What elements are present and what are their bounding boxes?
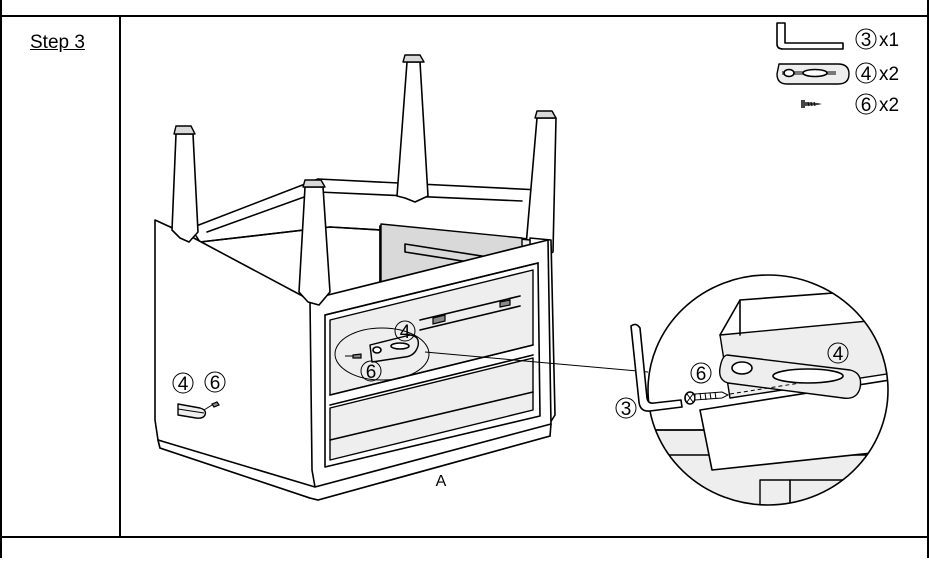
view-label: A xyxy=(436,473,447,490)
side-screw-callout: 6 xyxy=(204,371,226,394)
zoom-tool-callout: 3 xyxy=(615,397,637,420)
cabinet-drawing xyxy=(154,54,649,501)
svg-text:4: 4 xyxy=(178,374,189,395)
part-4-number: 4 xyxy=(861,64,872,85)
bracket-icon xyxy=(776,63,850,85)
part-4-quantity: x2 xyxy=(879,64,899,85)
svg-text:6: 6 xyxy=(696,364,707,385)
zoom-screw-callout: 6 xyxy=(690,362,712,385)
part-4-entry: 4 x2 xyxy=(855,62,899,85)
bracket-callout: 4 xyxy=(394,320,416,343)
svg-text:6: 6 xyxy=(210,373,221,394)
part-3-number: 3 xyxy=(861,30,872,51)
screw-callout: 6 xyxy=(360,360,382,383)
svg-text:4: 4 xyxy=(400,322,411,343)
side-bracket-callout: 4 xyxy=(172,372,194,395)
step-label: Step 3 xyxy=(30,32,85,53)
svg-text:6: 6 xyxy=(366,362,377,383)
zoom-screw-icon xyxy=(684,382,801,405)
parts-list xyxy=(776,22,850,108)
allen-key-icon xyxy=(776,22,844,50)
part-3-quantity: x1 xyxy=(879,30,899,51)
svg-text:4: 4 xyxy=(833,344,844,365)
zoom-bracket-callout: 4 xyxy=(827,342,849,365)
part-6-quantity: x2 xyxy=(879,95,899,116)
part-3-entry: 3 x1 xyxy=(855,28,899,51)
detail-circle xyxy=(334,327,430,381)
side-bracket-icon xyxy=(177,401,220,419)
part-6-entry: 6 x2 xyxy=(855,93,899,116)
svg-text:3: 3 xyxy=(621,399,632,420)
screw-icon xyxy=(801,100,822,108)
zoom-detail xyxy=(630,274,889,506)
part-6-number: 6 xyxy=(861,95,872,116)
